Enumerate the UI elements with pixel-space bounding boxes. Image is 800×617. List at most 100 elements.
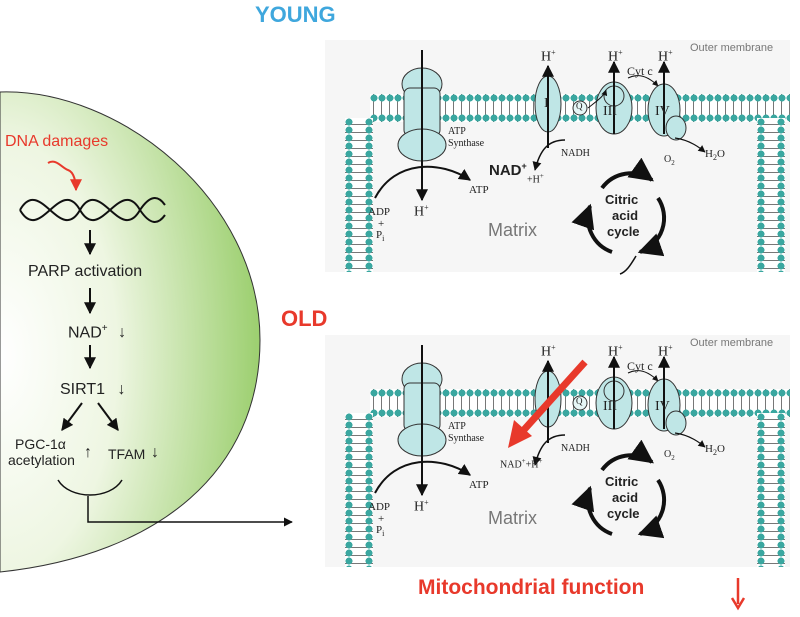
plus-h-sup: + [539, 172, 544, 180]
cell-body [0, 91, 261, 573]
old-h-complex1: H+ [541, 343, 556, 361]
young-complex-3 [587, 60, 659, 135]
pgc-label-1: PGC-1α [15, 436, 66, 452]
nad-label: NAD+ ↓ [68, 323, 126, 342]
sirt1-text: SIRT1 [60, 381, 106, 398]
plus-h-text: +H [527, 174, 540, 186]
h-sup: + [551, 48, 556, 57]
sirt1-label: SIRT1 ↓ [60, 381, 126, 399]
young-cycle-label-1: Citric [605, 192, 639, 207]
young-cytc-label: Cyt c [627, 64, 653, 78]
dna-strand-1 [19, 197, 166, 222]
young-atp-synthase-label-1: ATP [448, 126, 466, 137]
p-sub: i [382, 234, 385, 244]
nad-text: NAD [68, 324, 102, 342]
young-h-complex1: H+ [541, 48, 556, 66]
young-plus-h-label: +H+ [527, 172, 544, 185]
dna-strand-2 [19, 198, 166, 223]
young-h-atp: H+ [414, 203, 429, 221]
young-atp-label: ATP [469, 184, 489, 196]
young-complex-4 [647, 60, 706, 153]
young-adp-plus: + [378, 218, 385, 230]
young-atp-synthase [374, 50, 471, 202]
h-sup: + [424, 203, 429, 212]
old-cycle-label-3: cycle [607, 506, 640, 521]
old-q-label: Q [576, 396, 583, 406]
arrow-sirt1-tfam [97, 402, 119, 431]
p-sub: i [382, 529, 385, 539]
h2o-sub: 2 [712, 153, 717, 163]
young-nad-plus-label: NAD+ [489, 161, 527, 179]
young-h-complex4: H+ [658, 48, 673, 66]
nad-sup: + [521, 161, 527, 171]
old-h-complex3: H+ [608, 343, 623, 361]
tfam-down-arrow: ↓ [151, 444, 159, 461]
h2o-h: H [705, 443, 713, 455]
old-cycle-label-2: acid [612, 490, 639, 505]
young-title: YOUNG [255, 2, 336, 27]
h-text: H [658, 344, 669, 360]
nad-sup: + [101, 323, 108, 334]
young-outer-membrane-label: Outer membrane [690, 42, 774, 54]
parp-activation-label: PARP activation [28, 263, 143, 280]
mito-function-label: Mitochondrial function [418, 576, 645, 599]
nad-text: NAD [489, 162, 522, 179]
old-complex4-label: IV [655, 399, 670, 414]
h-text: H [608, 344, 619, 360]
young-o2-label: O2 [664, 154, 675, 167]
old-complex-3 [595, 355, 659, 430]
tfam-label: TFAM [108, 446, 146, 462]
old-membrane-right [757, 413, 785, 567]
old-atp-synthase [374, 345, 471, 497]
h-sup: + [551, 343, 556, 352]
plus-h-sup: + [538, 457, 543, 465]
old-atp-synthase-label-2: Synthase [448, 433, 485, 444]
old-atp-label: ATP [469, 479, 489, 491]
h-text: H [541, 344, 552, 360]
h-text: H [414, 204, 425, 220]
h2o-o: O [716, 148, 725, 160]
old-h-atp: H+ [414, 498, 429, 516]
young-complex3-label: III [603, 104, 617, 119]
h2o-o: O [716, 443, 725, 455]
old-cycle-label-1: Citric [605, 474, 639, 489]
nad-sup: + [521, 457, 526, 465]
young-pi-label: Pi [376, 229, 384, 243]
young-complex1-label: I [544, 96, 549, 111]
young-complex4-label: IV [655, 104, 670, 119]
old-panel-bg [325, 335, 790, 567]
old-adp-plus: + [378, 513, 385, 525]
h-text: H [541, 49, 552, 65]
h-sup: + [668, 343, 673, 352]
h-sup: + [618, 48, 623, 57]
p-text: P [376, 229, 383, 241]
red-decline-arrow [508, 359, 588, 448]
long-arrow [87, 496, 293, 527]
young-q-label: Q [576, 101, 583, 111]
nad-down-arrow: ↓ [118, 324, 127, 342]
h-text: H [658, 49, 669, 65]
sirt1-down-arrow: ↓ [117, 381, 126, 398]
old-citric-acid-cycle-arrows [571, 439, 667, 539]
footer-down-arrow [730, 578, 746, 611]
young-panel-bg [325, 40, 790, 272]
young-cycle-label-2: acid [612, 208, 639, 223]
old-membrane-left [345, 413, 373, 567]
young-h-complex3: H+ [608, 48, 623, 66]
h2o-sub: 2 [712, 448, 717, 458]
old-nad-plus-label: NAD++H+ [500, 457, 542, 470]
old-complex3-label: III [603, 399, 617, 414]
old-o2-label: O2 [664, 449, 675, 462]
h-sup: + [668, 48, 673, 57]
o2-text: O [664, 154, 672, 165]
h-sup: + [424, 498, 429, 507]
nad-text: NAD [500, 459, 522, 471]
o2-text: O [664, 449, 672, 460]
h-text: H [414, 499, 425, 515]
old-matrix-label: Matrix [488, 508, 537, 528]
damage-arrow [47, 160, 82, 192]
old-adp-label: ADP [368, 501, 391, 513]
young-cycle-label-3: cycle [607, 224, 640, 239]
old-complex-4 [647, 355, 706, 448]
